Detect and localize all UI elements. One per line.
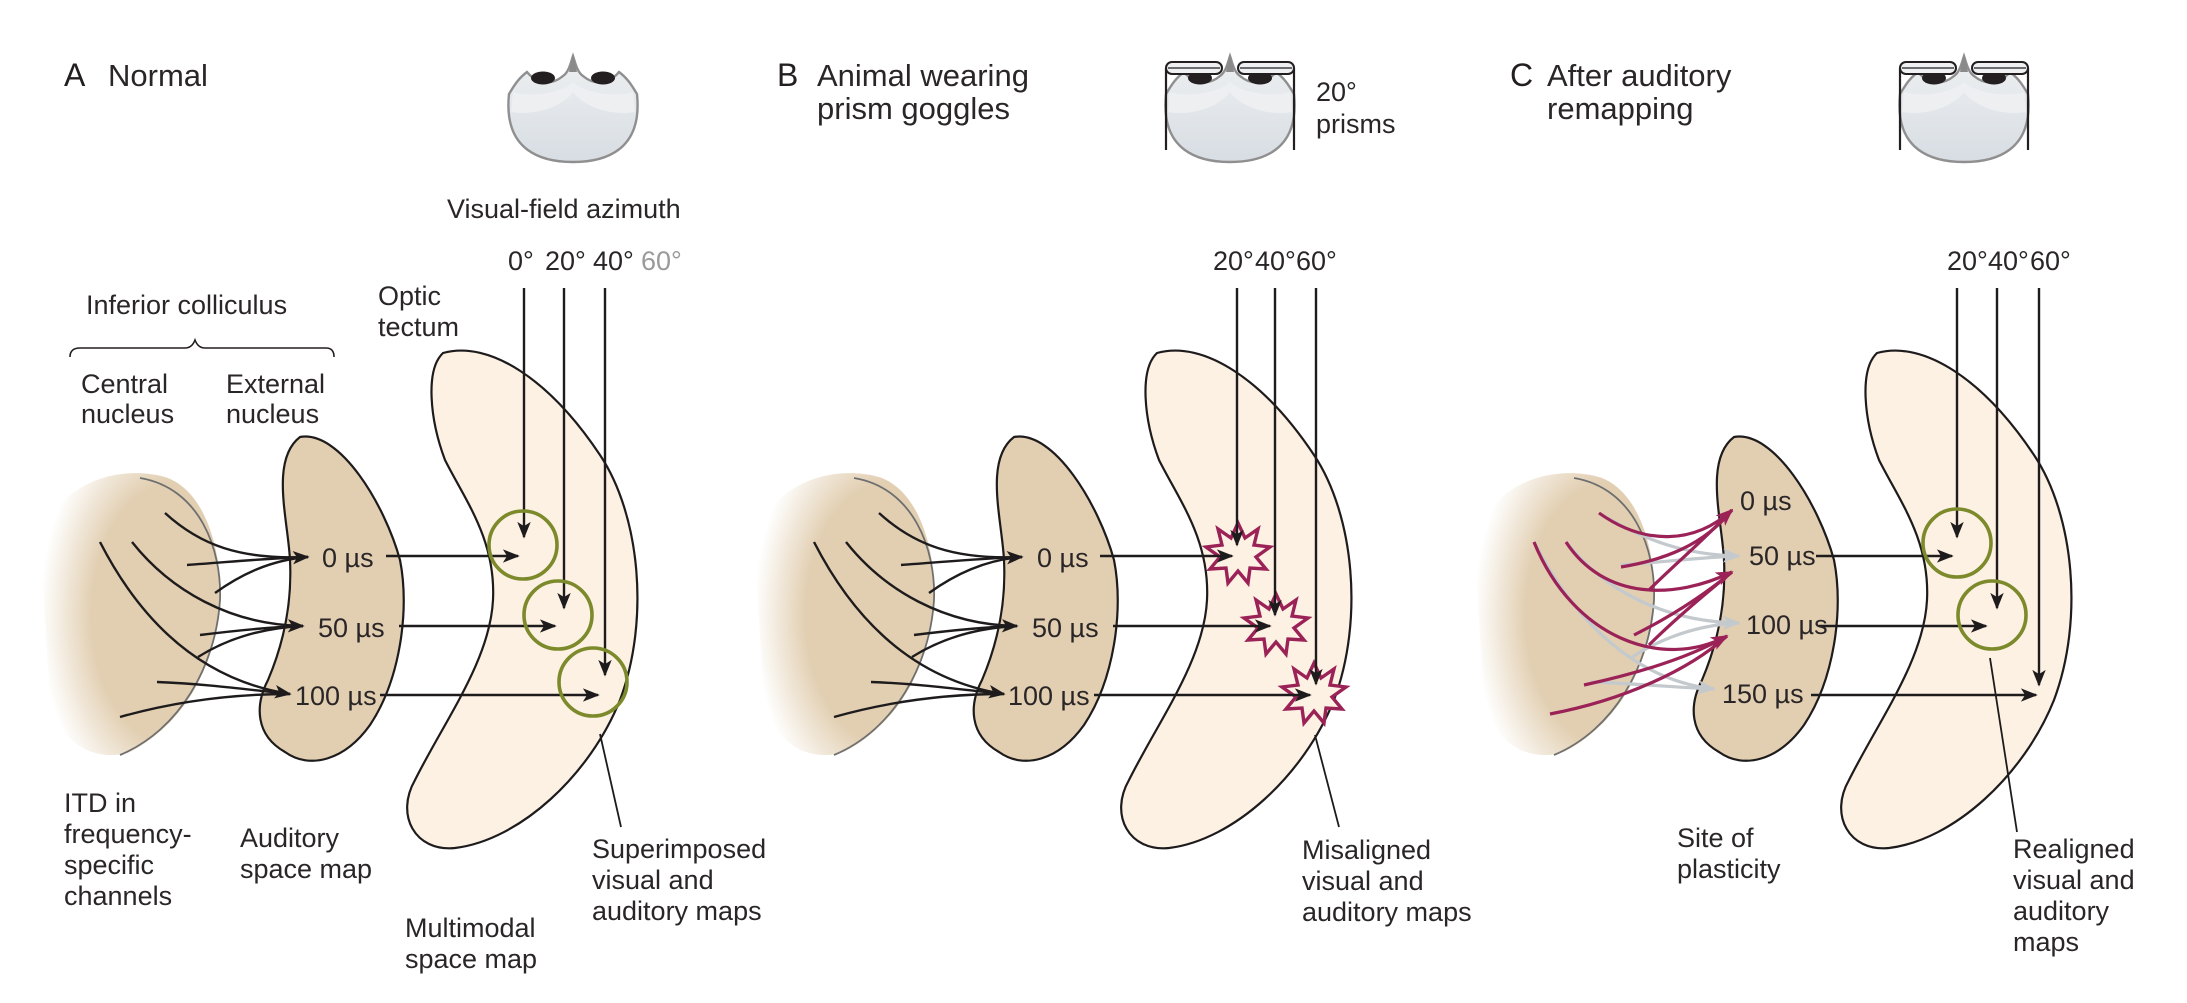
svg-text:frequency-: frequency- <box>64 819 192 849</box>
external-nucleus-label: nucleus <box>226 399 319 429</box>
misaligned-maps-label: Misaligned visual and auditory maps <box>1302 835 1472 927</box>
svg-text:plasticity: plasticity <box>1677 854 1781 884</box>
svg-text:maps: maps <box>2013 927 2079 957</box>
panel-c-letter: C <box>1510 57 1533 93</box>
leader-line <box>1314 734 1340 828</box>
itd-label: 100 µs <box>295 681 377 711</box>
old-projections <box>1532 511 1741 695</box>
azimuth-tick: 40° <box>1255 246 1296 276</box>
itd-label: 50 µs <box>1749 541 1816 571</box>
svg-text:visual and: visual and <box>2013 865 2135 895</box>
svg-text:Multimodal: Multimodal <box>405 913 536 943</box>
azimuth-tick-muted: 60° <box>641 246 682 276</box>
azimuth-tick: 0° <box>508 246 534 276</box>
panel-a-title: Normal <box>108 58 208 93</box>
azimuth-tick: 60° <box>2030 246 2071 276</box>
panel-b-title: Animal wearing <box>817 58 1029 93</box>
itd-channels-label: ITD in frequency- specific channels <box>64 788 192 911</box>
azimuth-tick: 60° <box>1296 246 1337 276</box>
svg-text:auditory maps: auditory maps <box>592 896 762 926</box>
itd-label: 150 µs <box>1722 679 1804 709</box>
azimuth-tick: 40° <box>1988 246 2029 276</box>
panel-a-letter: A <box>64 57 86 93</box>
inferior-colliculus-label: Inferior colliculus <box>86 290 287 320</box>
panel-b-letter: B <box>777 57 798 93</box>
prism-annotation: prisms <box>1316 109 1396 139</box>
azimuth-tick: 20° <box>1213 246 1254 276</box>
owl-head-with-prism-goggles-icon <box>1898 52 2030 164</box>
new-projections <box>1532 508 1734 716</box>
svg-text:specific: specific <box>64 850 154 880</box>
svg-text:visual and: visual and <box>592 865 714 895</box>
itd-label: 0 µs <box>1740 486 1792 516</box>
central-nucleus <box>39 472 222 756</box>
itd-label: 0 µs <box>1037 543 1089 573</box>
owl-head-with-prism-goggles-icon <box>1164 52 1296 164</box>
prism-annotation: 20° <box>1316 77 1357 107</box>
svg-text:channels: channels <box>64 881 172 911</box>
auditory-space-map-label: Auditory space map <box>240 823 372 884</box>
svg-text:Auditory: Auditory <box>240 823 340 853</box>
multimodal-space-map-label: Multimodal space map <box>405 913 537 974</box>
external-nucleus <box>258 435 405 762</box>
svg-text:ITD in: ITD in <box>64 788 136 818</box>
leader-line <box>599 733 622 828</box>
itd-projections <box>812 512 1024 719</box>
svg-text:Superimposed: Superimposed <box>592 834 766 864</box>
azimuth-tick: 20° <box>545 246 586 276</box>
optic-tectum <box>406 349 639 850</box>
site-of-plasticity-label: Site of plasticity <box>1677 823 1781 884</box>
svg-text:Site of: Site of <box>1677 823 1754 853</box>
itd-label: 50 µs <box>1032 613 1099 643</box>
alignment-circle <box>487 509 559 581</box>
svg-text:visual and: visual and <box>1302 866 1424 896</box>
azimuth-tick: 20° <box>1947 246 1988 276</box>
inferior-colliculus-brace <box>69 337 335 358</box>
panel-c-title: After auditory <box>1547 58 1732 93</box>
svg-text:auditory maps: auditory maps <box>1302 897 1472 927</box>
svg-text:Misaligned: Misaligned <box>1302 835 1431 865</box>
central-nucleus <box>753 472 936 756</box>
itd-label: 100 µs <box>1746 610 1828 640</box>
panel-a: A Normal Visual-field azimuth 0° 20° 40°… <box>39 52 766 974</box>
panel-b-title: prism goggles <box>817 91 1010 126</box>
itd-label: 100 µs <box>1008 681 1090 711</box>
azimuth-title: Visual-field azimuth <box>447 194 681 224</box>
alignment-circle <box>1956 579 2028 651</box>
svg-text:Realigned: Realigned <box>2013 834 2135 864</box>
panel-b: B Animal wearing prism goggles 20° prism… <box>753 52 1472 927</box>
external-nucleus <box>972 435 1119 762</box>
itd-label: 0 µs <box>322 543 374 573</box>
svg-text:auditory: auditory <box>2013 896 2110 926</box>
optic-tectum-label: Optic <box>378 281 441 311</box>
superimposed-maps-label: Superimposed visual and auditory maps <box>592 834 766 926</box>
panel-c: C After auditory remapping 20° 40° 60° <box>1473 52 2135 957</box>
svg-text:space map: space map <box>240 854 372 884</box>
svg-text:space map: space map <box>405 944 537 974</box>
optic-tectum-label: tectum <box>378 312 459 342</box>
owl-head-icon <box>507 52 639 164</box>
alignment-circle <box>522 579 594 651</box>
central-nucleus-label: Central <box>81 369 168 399</box>
alignment-circle <box>1921 507 1993 579</box>
itd-projections <box>98 512 310 719</box>
azimuth-tick: 40° <box>593 246 634 276</box>
leader-line <box>1989 657 2018 833</box>
realigned-maps-label: Realigned visual and auditory maps <box>2013 834 2135 957</box>
central-nucleus-label: nucleus <box>81 399 174 429</box>
panel-c-title: remapping <box>1547 91 1693 126</box>
itd-label: 50 µs <box>318 613 385 643</box>
external-nucleus-label: External <box>226 369 325 399</box>
alignment-circle <box>557 646 629 718</box>
